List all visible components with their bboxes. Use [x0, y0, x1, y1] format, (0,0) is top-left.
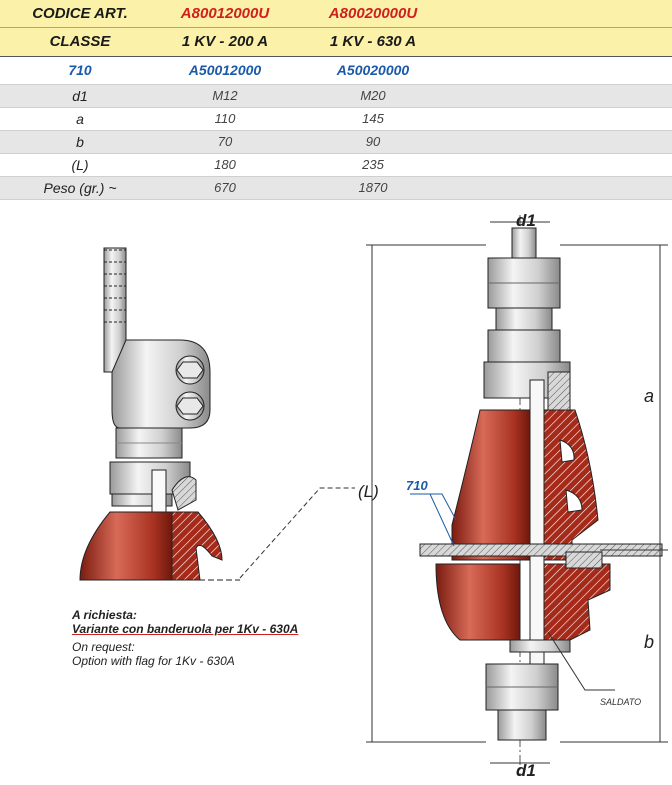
- table-row: (L) 180 235: [0, 154, 672, 176]
- header-row-code: CODICE ART. A80012000U A80020000U: [0, 0, 672, 27]
- code-col1: A50012000: [188, 62, 262, 78]
- dim-b: b: [644, 632, 655, 652]
- header-row-class: CLASSE 1 KV - 200 A 1 KV - 630 A: [0, 28, 672, 56]
- header-col2: A80020000U: [328, 5, 418, 22]
- row-col1: 670: [214, 180, 236, 195]
- dimension-lines: [366, 221, 668, 764]
- row-col1: 110: [214, 111, 236, 126]
- header-col2: 1 KV - 630 A: [329, 33, 417, 50]
- header-col1: A80012000U: [180, 5, 270, 22]
- table-row: Peso (gr.) ~ 670 1870: [0, 177, 672, 199]
- header-label: CODICE ART.: [32, 5, 128, 22]
- dim-d1-top: d1: [516, 211, 536, 230]
- header-label: CLASSE: [49, 33, 111, 50]
- table-row: a 110 145: [0, 108, 672, 130]
- note-en-title: On request:: [72, 640, 135, 654]
- dim-L: (L): [358, 482, 379, 501]
- technical-drawing: [79, 215, 668, 775]
- note-it-title: A richiesta:: [72, 608, 137, 622]
- row-label: a: [76, 111, 84, 127]
- note-en-text: Option with flag for 1Kv - 630A: [72, 654, 235, 668]
- part-710-label: 710: [406, 478, 428, 493]
- row-label: d1: [72, 88, 88, 104]
- code-col2: A50020000: [336, 62, 410, 78]
- row-col1: M12: [212, 88, 238, 103]
- row-label: b: [76, 134, 84, 150]
- right-main-drawing: [419, 215, 663, 775]
- left-variant-drawing: [79, 247, 240, 581]
- row-col1: 70: [217, 134, 233, 149]
- code-row: 710 A50012000 A50020000: [0, 57, 672, 84]
- row-label: Peso (gr.) ~: [43, 180, 117, 196]
- note-it-text: Variante con banderuola per 1Kv - 630A: [72, 622, 299, 636]
- code-label: 710: [68, 62, 92, 78]
- row-col2: 235: [362, 157, 384, 172]
- row-col1: 180: [214, 157, 236, 172]
- saldato-label: SALDATO: [600, 697, 642, 707]
- table-row: b 70 90: [0, 131, 672, 153]
- row-col2: 90: [365, 134, 381, 149]
- header-col1: 1 KV - 200 A: [181, 33, 269, 50]
- row-label: (L): [71, 157, 89, 173]
- row-col2: 1870: [358, 180, 388, 195]
- dim-d1-bottom: d1: [516, 761, 536, 780]
- dim-a: a: [644, 386, 655, 406]
- table-row: d1 M12 M20: [0, 85, 672, 107]
- row-col2: 145: [362, 111, 384, 126]
- row-col2: M20: [360, 88, 386, 103]
